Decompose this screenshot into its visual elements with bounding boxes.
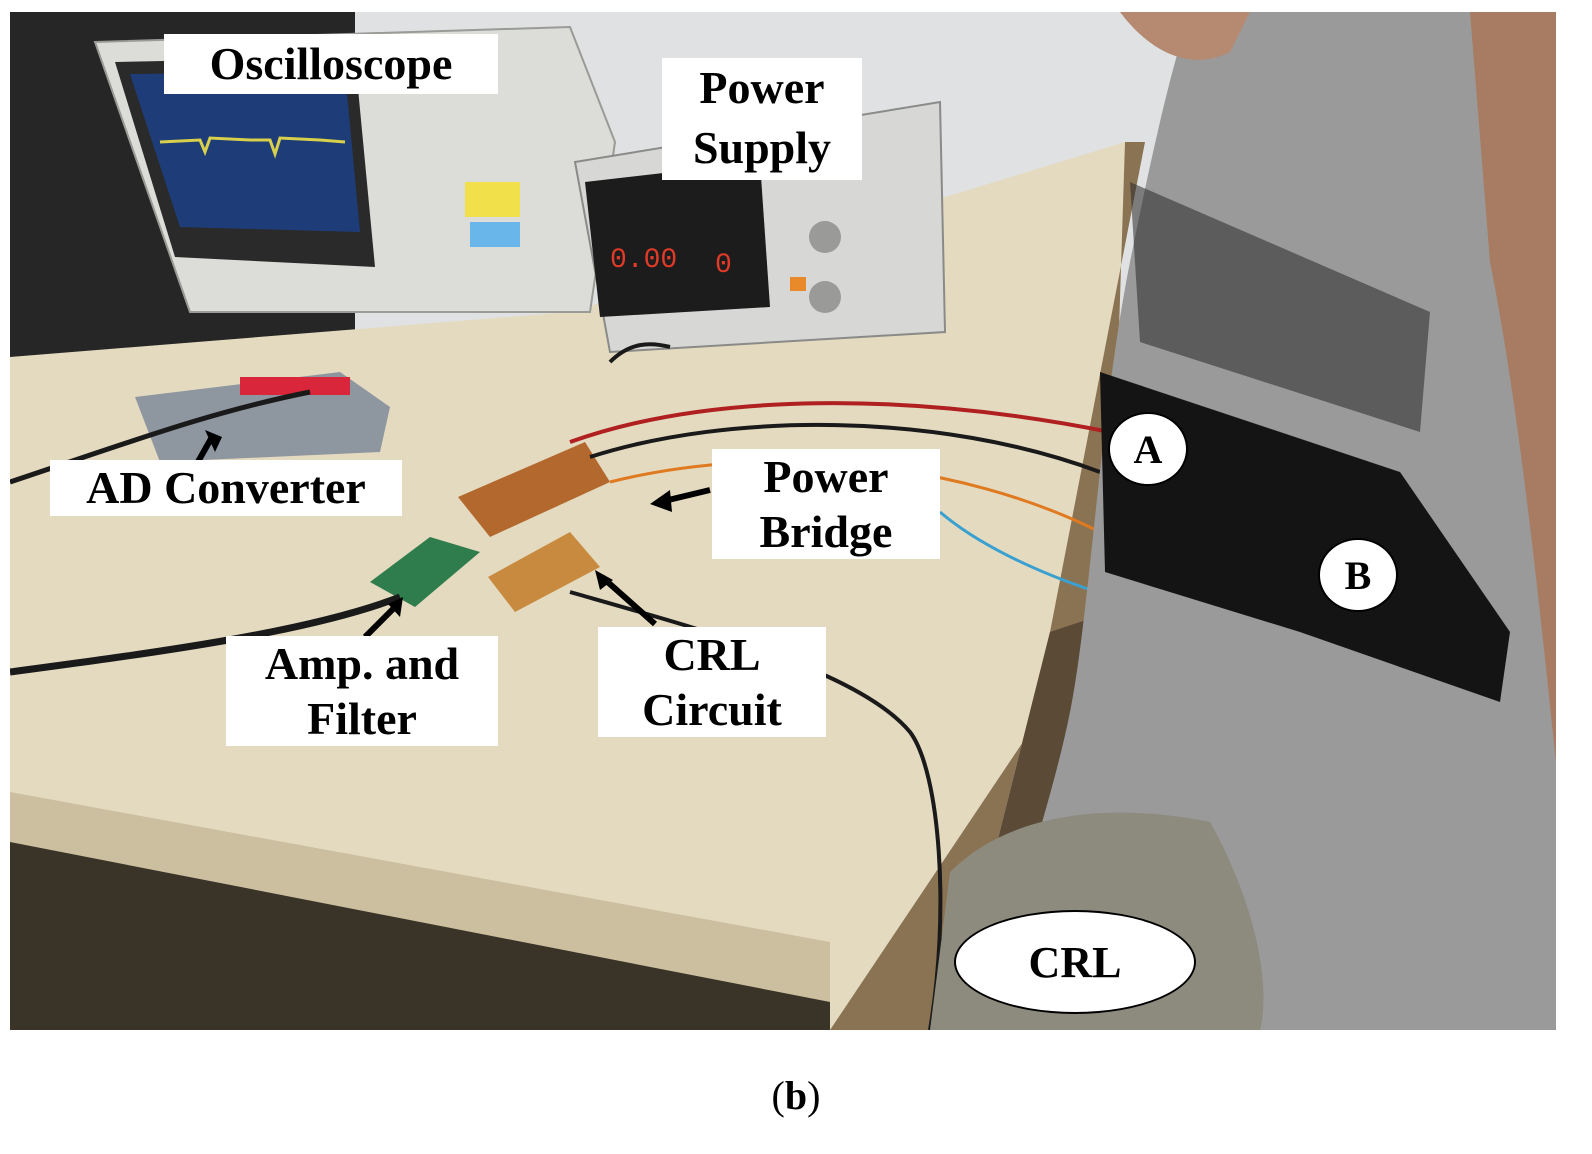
electrode-a-marker: A xyxy=(1108,412,1188,486)
label-power-supply: Power Supply xyxy=(662,58,862,180)
arrow-crl-circuit xyxy=(600,574,657,627)
shirt-print xyxy=(1130,182,1430,432)
label-ad-converter: AD Converter xyxy=(50,460,402,516)
oscilloscope-screen xyxy=(130,72,360,232)
caption-close: ) xyxy=(807,1073,821,1118)
figure-caption: (b) xyxy=(0,1072,1592,1119)
chest-band xyxy=(1100,372,1510,702)
supply-knob-top xyxy=(809,221,841,253)
arrow-amp-filter xyxy=(362,604,398,640)
supply-knob-bottom xyxy=(809,281,841,313)
crl-electrode-marker: CRL xyxy=(954,910,1196,1014)
amp-filter-board xyxy=(370,537,480,607)
person-neck xyxy=(1120,12,1250,60)
electrode-b-marker: B xyxy=(1318,538,1398,612)
power-supply-display xyxy=(585,162,770,317)
arrowhead xyxy=(205,430,222,452)
power-bridge-board xyxy=(458,442,610,537)
supply-readout-right: 0 xyxy=(715,250,732,281)
caption-letter: b xyxy=(784,1073,808,1118)
label-power-bridge: Power Bridge xyxy=(712,449,940,559)
table-shadow xyxy=(10,842,830,1030)
scope-yellow-panel xyxy=(465,182,520,217)
supply-readout-left: 0.00 xyxy=(610,245,677,276)
arrowhead xyxy=(650,490,672,512)
wire xyxy=(589,422,1101,474)
supply-orange-button xyxy=(790,277,806,291)
label-amp-filter: Amp. and Filter xyxy=(226,636,498,746)
caption-open: ( xyxy=(771,1073,785,1118)
person-arm xyxy=(1470,12,1556,762)
label-crl-circuit: CRL Circuit xyxy=(598,627,826,737)
crl-circuit-board xyxy=(488,532,600,612)
table-top xyxy=(10,142,1125,1030)
arrowhead xyxy=(595,570,613,590)
ad-converter-red-strip xyxy=(240,377,350,395)
wire xyxy=(608,342,671,364)
oscilloscope-trace xyxy=(159,136,346,159)
arrowhead xyxy=(388,597,403,617)
scope-blue-panel xyxy=(470,222,520,247)
wire xyxy=(569,401,1111,444)
label-oscilloscope: Oscilloscope xyxy=(164,34,498,94)
